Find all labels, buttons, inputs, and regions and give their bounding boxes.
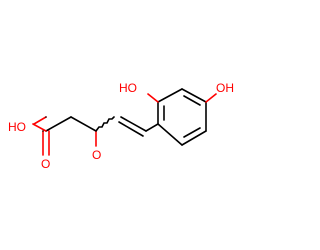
bond-c1-hydroxyl [32,123,47,132]
ring-bond-6 [157,123,183,146]
ring-ortho-hydroxyl-label: HO [119,81,137,95]
bond-ring-para-oh [205,93,217,103]
ring-bond-3-inner [183,95,201,106]
bond-c4-c5-a [120,116,147,132]
ring-para-hydroxyl-label: OH [216,81,234,95]
acid-hydroxyl-label: HO [8,120,26,134]
chemical-structure-diagram: HO O O HO OH [8,81,234,171]
bond-c2-c3 [70,116,97,132]
bond-c1-oh [33,116,47,125]
ring-bond-3 [181,88,207,103]
bond-c4-c5-b [118,121,144,137]
ketone-oxygen-label: O [92,148,101,162]
bond-c3-c4-wavy [95,116,115,132]
ring-bond-5 [181,130,207,146]
bond-c5-ring [145,123,159,132]
ring-bond-5-inner [183,127,201,138]
bond-ring-ortho-oh [147,93,159,103]
bond-c1-c2 [45,116,72,132]
ring-bond-2 [157,88,183,103]
acid-carbonyl-oxygen-label: O [41,157,50,171]
